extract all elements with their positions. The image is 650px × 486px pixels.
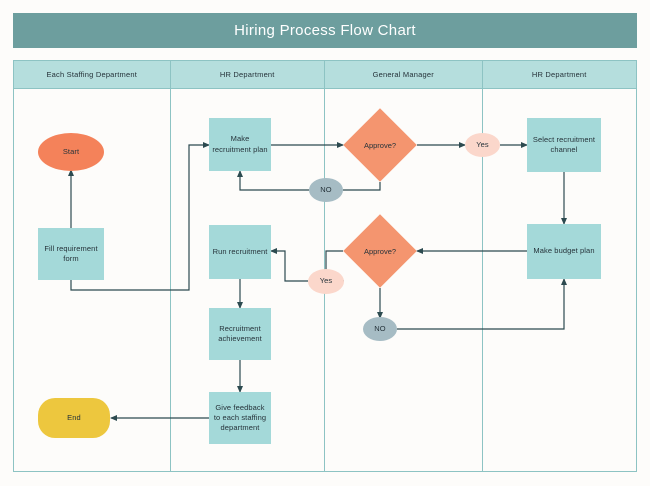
edge-label-yes-2: Yes	[308, 269, 344, 294]
page-title: Hiring Process Flow Chart	[234, 22, 416, 39]
node-make-budget-plan[interactable]: Make budget plan	[527, 224, 601, 279]
node-approve-decision-2[interactable]: Approve?	[343, 214, 417, 288]
node-label: Approve?	[363, 246, 397, 256]
node-fill-requirement-form[interactable]: Fill requirement form	[38, 228, 104, 280]
lane-header-hr-department-1: HR Department	[170, 61, 325, 88]
node-label: Fill requirement form	[44, 243, 98, 263]
lane-header-label: HR Department	[219, 70, 275, 79]
node-make-recruitment-plan[interactable]: Make recruitment plan	[209, 118, 271, 171]
lane-header-label: General Manager	[372, 70, 434, 79]
node-label: Yes	[319, 276, 333, 286]
node-start[interactable]: Start	[38, 133, 104, 171]
node-label: NO	[320, 184, 332, 194]
node-label: Yes	[476, 139, 489, 149]
node-select-recruitment-channel[interactable]: Select recruitment channel	[527, 118, 601, 172]
node-approve-decision-1[interactable]: Approve?	[343, 108, 417, 182]
node-label: Run recruitment	[212, 246, 268, 256]
swimlane-header-row: Each Staffing Department HR Department G…	[14, 61, 636, 89]
node-recruitment-achievement[interactable]: Recruitment achievement	[209, 308, 271, 360]
lane-header-label: Each Staffing Department	[46, 70, 138, 79]
node-end[interactable]: End	[38, 398, 110, 438]
node-label: Select recruitment channel	[532, 134, 596, 154]
node-give-feedback[interactable]: Give feedback to each staffing departmen…	[209, 392, 271, 444]
node-run-recruitment[interactable]: Run recruitment	[209, 225, 271, 279]
lane-header-each-staffing-department: Each Staffing Department	[14, 61, 171, 88]
node-label: Make recruitment plan	[212, 134, 268, 154]
edge-label-yes-1: Yes	[465, 133, 500, 157]
node-label: Start	[62, 146, 80, 156]
node-label: Give feedback to each staffing departmen…	[213, 402, 267, 433]
lane-header-general-manager: General Manager	[325, 61, 483, 88]
edge-label-no-1: NO	[309, 178, 343, 202]
lane-header-hr-department-2: HR Department	[482, 61, 636, 88]
node-label: Approve?	[363, 140, 397, 150]
edge-label-no-2: NO	[363, 317, 397, 341]
node-label: End	[67, 412, 81, 422]
node-label: Make budget plan	[533, 246, 595, 256]
lane-header-label: HR Department	[531, 70, 587, 79]
chart-title-banner: Hiring Process Flow Chart	[13, 13, 637, 48]
node-label: NO	[374, 323, 386, 333]
node-label: Recruitment achievement	[218, 323, 262, 343]
